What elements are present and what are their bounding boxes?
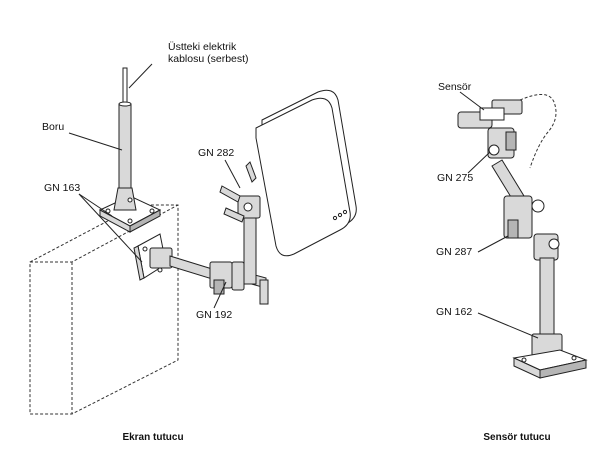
label-sensor: Sensör [438, 81, 472, 93]
lower-clamp [533, 233, 560, 261]
gn287-joint [503, 195, 545, 239]
sensor [457, 99, 523, 129]
gn162-leader [477, 312, 539, 339]
sensor-cable [519, 94, 557, 169]
sensor-leader [459, 91, 485, 111]
label-gn162: GN 162 [436, 306, 472, 318]
label-gn163: GN 163 [44, 182, 80, 194]
screen-holder-drawing: Üstteki elektrik kablosu (serbest) Boru … [29, 41, 357, 443]
label-gn282: GN 282 [198, 147, 234, 159]
label-gn192: GN 192 [196, 309, 232, 321]
gn162-base [512, 333, 588, 379]
sensor-post [539, 257, 555, 337]
label-gn275: GN 275 [437, 172, 473, 184]
label-cable-line1: Üstteki elektrik [168, 41, 237, 53]
caption-sensor-holder: Sensör tutucu [483, 432, 550, 443]
gn282-leader [224, 159, 241, 189]
sensor-holder-drawing: Sensör GN 275 GN 287 GN 162 Sensör tutuc… [436, 81, 588, 443]
pipe-leader [68, 132, 123, 151]
label-pipe: Boru [42, 121, 64, 133]
caption-screen-holder: Ekran tutucu [122, 432, 183, 443]
gn275-clamp [487, 127, 517, 159]
gn163-leader-top [78, 193, 113, 217]
gn287-leader [477, 235, 509, 253]
gn163-leader-side [78, 193, 143, 263]
gn163-side-base [133, 233, 173, 281]
cable-leader [128, 63, 153, 89]
gn163-top-base [98, 187, 162, 233]
monitor [255, 89, 357, 257]
cable [122, 67, 128, 107]
pipe [118, 101, 132, 193]
gn275-leader [467, 151, 491, 174]
vertical-post [237, 195, 261, 285]
gn282-clamp [219, 161, 257, 223]
label-gn287: GN 287 [436, 246, 472, 258]
label-cable-line2: kablosu (serbest) [168, 53, 249, 65]
gn192-leader [213, 281, 227, 309]
